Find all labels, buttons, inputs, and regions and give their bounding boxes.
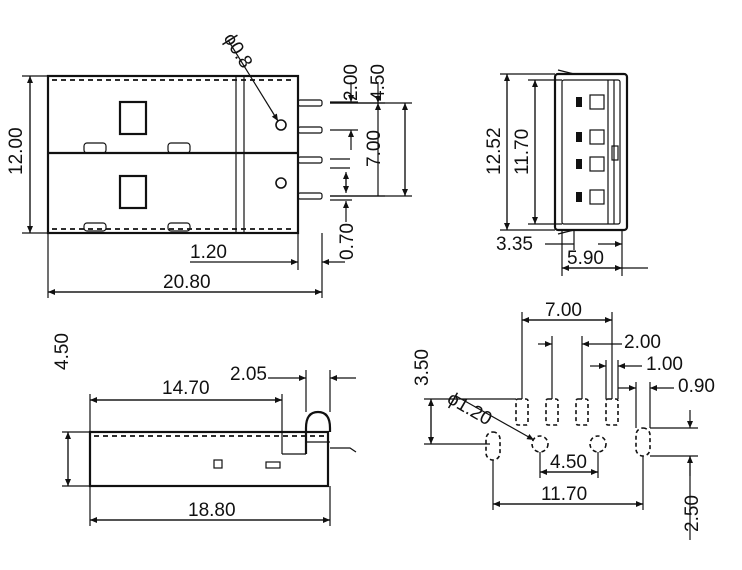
pcb-pad — [605, 398, 619, 426]
dim-hole-dia: ϕ1.20 — [444, 388, 496, 430]
pcb-pad — [545, 398, 559, 426]
contact-pin — [297, 126, 323, 134]
dim-pad-width: 1.00 — [646, 354, 683, 375]
pcb-layout-view: 7.00 2.00 1.00 0.90 3.50 ϕ1.20 4.50 — [412, 300, 715, 540]
pcb-slot-right — [635, 427, 651, 457]
dim-pitch-2: 2.00 — [341, 64, 362, 101]
dim-inner-height: 11.70 — [512, 129, 533, 175]
pcb-slot-left — [485, 431, 501, 461]
dim-width: 12.00 — [6, 127, 27, 175]
dim-body-length: 14.70 — [162, 378, 210, 399]
dim-pin-length: 1.20 — [190, 242, 227, 263]
mounting-hole-upper — [275, 119, 287, 131]
dim-pad-pitch: 2.00 — [624, 332, 661, 353]
dim-tab-width: 2.05 — [230, 364, 267, 385]
contact-pin — [297, 192, 323, 200]
dim-hole-pitch: 4.50 — [550, 452, 587, 473]
contact-pin — [297, 156, 323, 164]
dim-row-gap: 3.50 — [412, 349, 433, 386]
shell-window-lower — [118, 174, 148, 210]
contact-pin — [589, 156, 605, 172]
dim-hole-dia: ϕ0.8 — [219, 30, 256, 73]
dim-total-width: 11.70 — [541, 484, 587, 505]
pcb-pad — [575, 398, 589, 426]
dim-depth: 5.90 — [567, 248, 604, 269]
shell-outline — [553, 72, 629, 232]
dim-slot-width: 0.90 — [678, 376, 715, 397]
dim-total-length: 18.80 — [188, 500, 236, 521]
dim-pitch-45: 4.50 — [368, 64, 389, 101]
dim-slot-length: 2.50 — [682, 495, 703, 532]
connector-body — [88, 430, 330, 488]
pcb-pad — [515, 398, 529, 426]
dim-offset: 3.35 — [496, 234, 533, 255]
shell-window-upper — [118, 100, 148, 136]
side-view: 4.50 14.70 2.05 18.80 — [52, 333, 357, 526]
contact-pin — [297, 99, 323, 107]
contact-pin — [589, 94, 605, 110]
dim-side-height: 4.50 — [52, 333, 73, 370]
dim-outer-height: 12.52 — [484, 127, 505, 175]
dim-pad-span: 7.00 — [545, 300, 582, 321]
contact-pin — [589, 129, 605, 145]
dim-pitch-7: 7.00 — [364, 130, 385, 167]
dim-length: 20.80 — [163, 272, 211, 293]
top-view: ϕ0.8 2.00 4.50 7.00 0.70 12.00 — [6, 30, 412, 298]
end-view: 12.52 11.70 3.35 5.90 — [484, 69, 648, 276]
pcb-locating-hole — [531, 435, 549, 453]
pcb-locating-hole — [589, 435, 607, 453]
dim-pin-width: 0.70 — [337, 223, 358, 260]
mounting-hole-lower — [275, 177, 287, 189]
connector-body — [46, 74, 300, 235]
contact-pin — [589, 189, 605, 205]
